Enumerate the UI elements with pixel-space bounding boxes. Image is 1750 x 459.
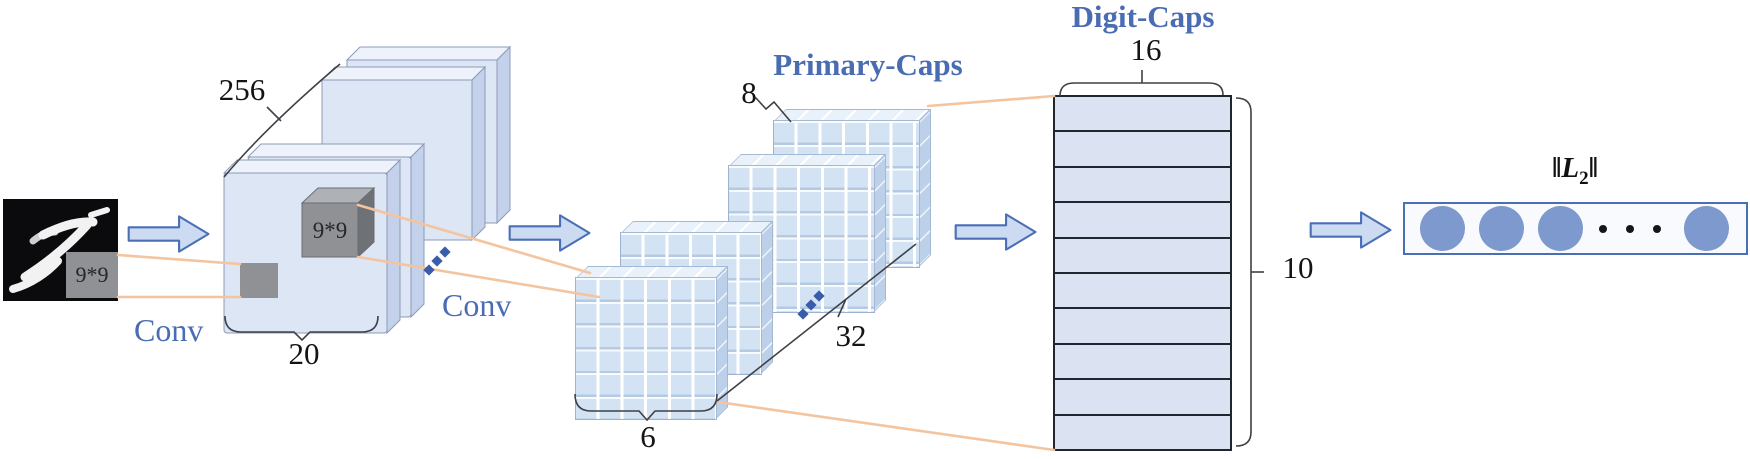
brace-10 <box>1235 97 1264 447</box>
digit-caps-row <box>1053 413 1232 452</box>
conv-channels-label: 256 <box>218 72 266 107</box>
digit-caps-row <box>1053 130 1232 168</box>
flow-arrow-icon <box>954 213 1037 251</box>
digit-classes-label: 10 <box>1282 250 1314 285</box>
brace-16 <box>1059 70 1224 97</box>
output-norm-label: ‖L2‖ <box>1551 152 1599 189</box>
output-capsule-circle <box>1684 206 1729 251</box>
input-digit-image <box>3 199 118 301</box>
conv-stride-patch <box>240 263 278 298</box>
conv-label-1: Conv <box>134 312 204 348</box>
primary-caps-sheet <box>575 277 717 420</box>
digit-caps-stack <box>1053 95 1232 452</box>
ellipsis-icon <box>797 290 825 320</box>
flow-arrow-icon <box>508 214 591 252</box>
brace-256 <box>223 63 341 178</box>
brace-8 <box>754 96 792 123</box>
ellipsis-dot-icon <box>1653 225 1661 233</box>
output-capsule-circle <box>1538 206 1583 251</box>
primary-capsule-dim-label: 8 <box>741 75 757 110</box>
conv-kernel-cube <box>300 186 376 259</box>
conv-kernel-label: 9*9 <box>313 218 348 243</box>
ellipsis-dot-icon <box>1599 225 1607 233</box>
conv-feature-maps: 9*9 <box>222 45 512 335</box>
receptive-field-lines <box>116 94 1056 452</box>
input-kernel-label: 9*9 <box>75 262 109 287</box>
digit-caps-row <box>1053 378 1232 416</box>
output-capsule-circle <box>1479 206 1524 251</box>
digit-caps-row <box>1053 201 1232 239</box>
output-layer-box <box>1403 202 1748 255</box>
flow-arrow-icon <box>127 215 210 253</box>
handwritten-digit-stroke <box>9 207 110 293</box>
digit-dim-label: 16 <box>1130 32 1162 67</box>
primary-grid-label: 6 <box>640 419 656 454</box>
brace-6 <box>574 393 718 422</box>
output-capsule-circle <box>1420 206 1465 251</box>
brace-20 <box>224 315 379 342</box>
primary-channels-label: 32 <box>835 318 867 353</box>
ellipsis-dot-icon <box>1626 225 1634 233</box>
conv-label-2: Conv <box>442 287 512 323</box>
primary-caps-title: Primary-Caps <box>773 47 963 82</box>
digit-caps-title: Digit-Caps <box>1071 0 1215 34</box>
line-32 <box>716 243 917 402</box>
conv-width-label: 20 <box>288 336 320 371</box>
flow-arrow-icon <box>1309 211 1392 249</box>
ellipsis-icon <box>423 246 451 276</box>
digit-caps-row <box>1053 165 1232 204</box>
input-kernel-patch: 9*9 <box>66 252 118 298</box>
